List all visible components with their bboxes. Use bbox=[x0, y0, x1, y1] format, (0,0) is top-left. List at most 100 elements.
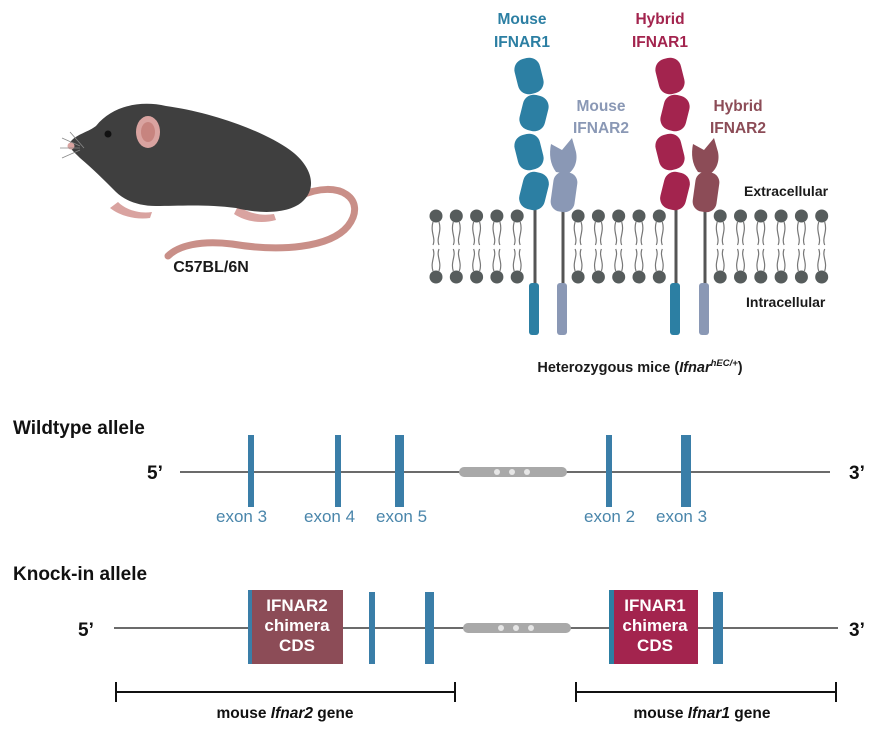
phospholipid-pair bbox=[734, 209, 747, 284]
phospholipid-pair bbox=[571, 209, 585, 284]
mouse-ifnar1-domain-1 bbox=[514, 57, 544, 95]
mouse-ifnar1-cytoplasmic-tail bbox=[529, 283, 539, 335]
knockin-allele: Knock-in allele 5’ 3’ IFNAR2 chimera CDS… bbox=[13, 564, 865, 722]
ifnar2-chimera-line2: chimera bbox=[264, 616, 330, 635]
ifnar2-gene-suffix: gene bbox=[313, 705, 354, 722]
hybrid-ifnar1-domain-4 bbox=[660, 171, 690, 211]
knockin-exon-5 bbox=[425, 592, 434, 664]
hybrid-ifnar2-domain-2 bbox=[692, 171, 720, 213]
mouse-ifnar2-domain-1 bbox=[550, 138, 577, 174]
hybrid-ifnar1-label-line2: IFNAR1 bbox=[632, 34, 688, 51]
wildtype-exon-4-label: exon 4 bbox=[304, 507, 355, 526]
ifnar1-chimera-line3: CDS bbox=[637, 636, 673, 655]
knockin-exon-3-right bbox=[713, 592, 723, 664]
phospholipid-pair bbox=[612, 209, 626, 284]
extracellular-label: Extracellular bbox=[744, 183, 829, 199]
wildtype-exon-4 bbox=[335, 435, 341, 507]
ifnar2-chimera-cds-box: IFNAR2 chimera CDS bbox=[248, 590, 343, 664]
mouse-whiskers bbox=[60, 131, 85, 159]
wildtype-allele: Wildtype allele 5’ 3’ exon 3 exon 4 exon… bbox=[13, 418, 865, 526]
knockin-gap bbox=[463, 623, 571, 633]
hybrid-ifnar2-domain-1 bbox=[692, 138, 719, 174]
wildtype-gap bbox=[459, 467, 567, 477]
wildtype-exon-3-right bbox=[681, 435, 691, 507]
phospholipid-pair bbox=[754, 209, 768, 284]
hybrid-ifnar1-domain-1 bbox=[655, 57, 685, 95]
ifnar1-gene-bracket bbox=[575, 682, 837, 702]
knockin-five-prime: 5’ bbox=[78, 620, 94, 641]
phospholipid-pair bbox=[591, 209, 605, 284]
phospholipid-pair bbox=[490, 209, 504, 284]
wildtype-exon-2 bbox=[606, 435, 612, 507]
caption-superscript: hEC/+ bbox=[711, 358, 739, 369]
phospholipid-pair bbox=[429, 209, 443, 284]
mouse-hind-foot bbox=[234, 206, 276, 222]
ifnar2-chimera-line1: IFNAR2 bbox=[266, 596, 327, 615]
receptor-labels: Mouse IFNAR1 Hybrid IFNAR1 Mouse IFNAR2 … bbox=[494, 11, 766, 137]
hybrid-ifnar1-domain-2 bbox=[660, 94, 690, 132]
mouse-ear-inner bbox=[141, 122, 155, 142]
knockin-title: Knock-in allele bbox=[13, 564, 147, 585]
ifnar1-chimera-line2: chimera bbox=[622, 616, 688, 635]
ifnar1-chimera-cds-box: IFNAR1 chimera CDS bbox=[609, 590, 698, 664]
phospholipid-pair bbox=[774, 209, 788, 284]
ifnar1-gene-name: Ifnar1 bbox=[688, 705, 730, 722]
caption-suffix: ) bbox=[738, 360, 743, 376]
intracellular-label: Intracellular bbox=[746, 294, 826, 310]
phospholipid-pair bbox=[632, 209, 646, 284]
wildtype-exon-3-left bbox=[248, 435, 254, 507]
mouse-strain-label: C57BL/6N bbox=[173, 259, 249, 276]
hybrid-ifnar2-label-line1: Hybrid bbox=[713, 98, 762, 115]
phospholipid-pair bbox=[713, 209, 727, 284]
wildtype-three-prime: 3’ bbox=[849, 463, 865, 484]
mouse-ifnar2-label-line2: IFNAR2 bbox=[573, 120, 629, 137]
phospholipid-pair bbox=[510, 209, 524, 284]
ifnar1-gene-label: mouse Ifnar1 gene bbox=[634, 705, 771, 722]
mouse-ifnar1-label-line1: Mouse bbox=[497, 11, 546, 28]
hybrid-ifnar1-domain-3 bbox=[655, 133, 685, 171]
ifnar2-gene-name: Ifnar2 bbox=[271, 705, 314, 722]
wildtype-five-prime: 5’ bbox=[147, 463, 163, 484]
wildtype-exon-3-right-label: exon 3 bbox=[656, 507, 707, 526]
mouse-ifnar1-domain-4 bbox=[519, 171, 549, 211]
hybrid-ifnar1-label-line1: Hybrid bbox=[635, 11, 684, 28]
hybrid-ifnar1-receptor bbox=[655, 57, 690, 335]
phospholipid-pair bbox=[470, 209, 484, 284]
hybrid-ifnar2-cytoplasmic-tail bbox=[699, 283, 709, 335]
caption-gene: Ifnar bbox=[679, 360, 712, 376]
knockin-exon-4 bbox=[369, 592, 375, 664]
mouse-nose bbox=[67, 142, 75, 150]
cell-membrane bbox=[429, 209, 829, 284]
wildtype-exon-3-left-label: exon 3 bbox=[216, 507, 267, 526]
ifnar1-gene-prefix: mouse bbox=[634, 705, 688, 722]
ifnar2-gene-label: mouse Ifnar2 gene bbox=[217, 705, 354, 722]
mouse-ifnar1-domain-3 bbox=[514, 133, 544, 171]
mouse-ifnar2-domain-2 bbox=[550, 171, 578, 213]
mouse-ifnar1-domain-2 bbox=[519, 94, 549, 132]
mouse-ifnar2-receptor bbox=[550, 138, 578, 335]
caption-prefix: Heterozygous mice ( bbox=[537, 360, 679, 376]
phospholipid-pair bbox=[449, 209, 463, 284]
wildtype-title: Wildtype allele bbox=[13, 418, 145, 439]
mouse-tail bbox=[164, 185, 358, 260]
mouse-ifnar2-label-line1: Mouse bbox=[576, 98, 625, 115]
wildtype-exon-2-label: exon 2 bbox=[584, 507, 635, 526]
hybrid-ifnar2-receptor bbox=[692, 138, 720, 335]
phospholipid-pair bbox=[794, 209, 808, 284]
knockin-three-prime: 3’ bbox=[849, 620, 865, 641]
ifnar2-gene-bracket bbox=[115, 682, 456, 702]
mouse-body bbox=[69, 103, 312, 212]
heterozygous-caption: Heterozygous mice (IfnarhEC/+) bbox=[537, 358, 742, 376]
mouse-front-foot bbox=[110, 202, 152, 219]
phospholipid-pair bbox=[815, 209, 829, 284]
phospholipid-pair bbox=[652, 209, 666, 284]
mouse-ifnar2-cytoplasmic-tail bbox=[557, 283, 567, 335]
wildtype-exon-5-label: exon 5 bbox=[376, 507, 427, 526]
mouse-illustration: C57BL/6N bbox=[60, 103, 358, 276]
hybrid-ifnar1-cytoplasmic-tail bbox=[670, 283, 680, 335]
mouse-eye bbox=[104, 130, 112, 138]
wildtype-exon-5 bbox=[395, 435, 404, 507]
mouse-ifnar1-label-line2: IFNAR1 bbox=[494, 34, 550, 51]
ifnar1-chimera-line1: IFNAR1 bbox=[624, 596, 685, 615]
